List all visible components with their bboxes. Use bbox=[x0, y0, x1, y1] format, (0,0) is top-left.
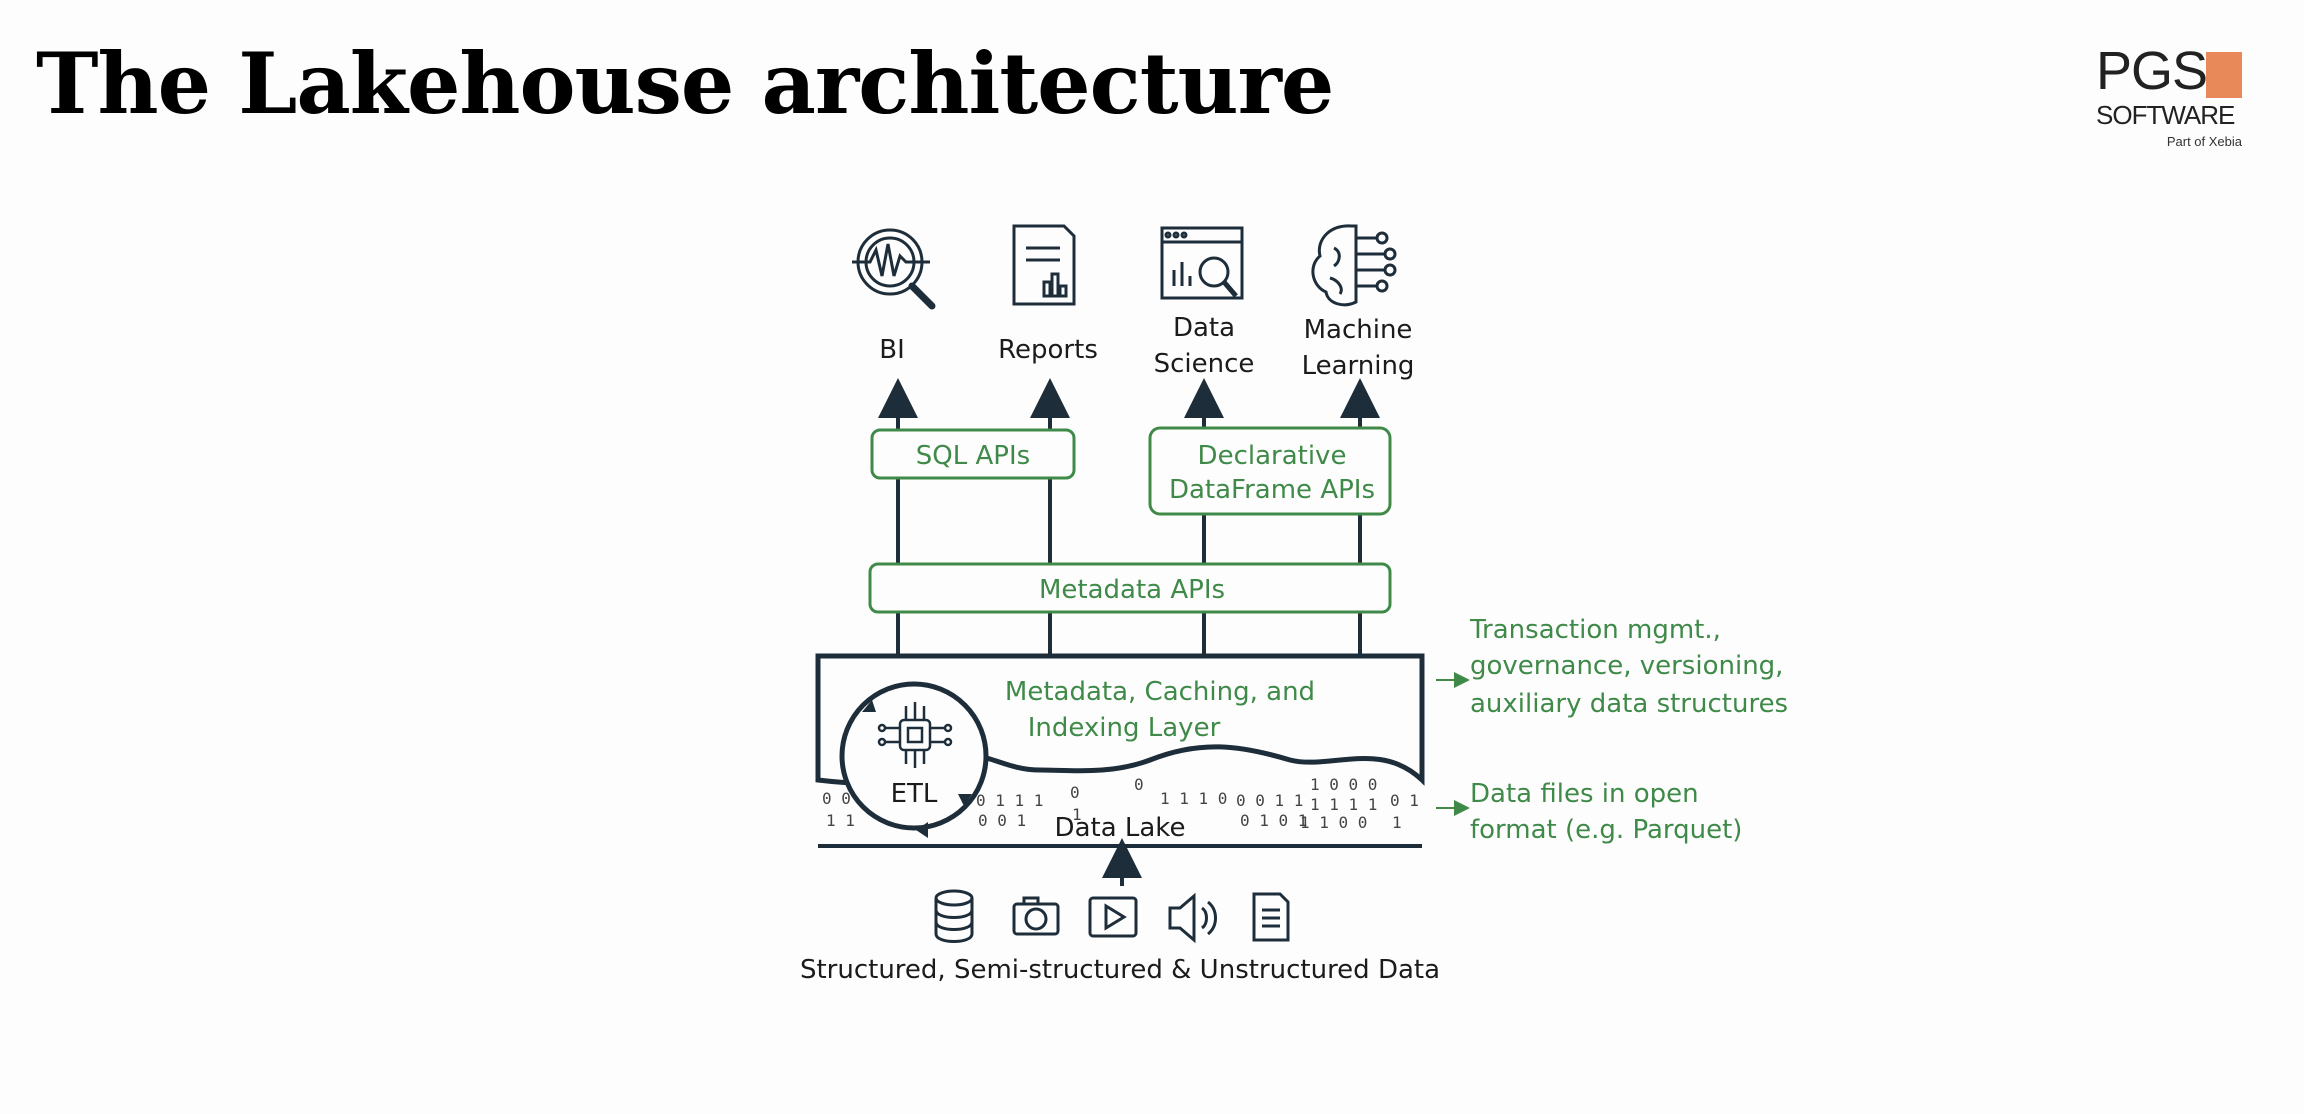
camera-icon bbox=[1012, 896, 1060, 936]
etl-cycle-arrow-top bbox=[862, 700, 876, 712]
etl-cycle-arrow-bottom bbox=[958, 794, 972, 806]
data-science-chart-icon bbox=[1160, 226, 1244, 300]
svg-text:0 1 0 1: 0 1 0 1 bbox=[1240, 811, 1307, 830]
bi-magnifier-icon bbox=[852, 228, 936, 310]
svg-text:1 1 1 1: 1 1 1 1 bbox=[1310, 795, 1377, 814]
etl-cycle-arrow-left bbox=[916, 822, 928, 838]
data-files-note-line1: Data files in open bbox=[1470, 779, 1699, 809]
data-lake-label: Data Lake bbox=[1055, 813, 1186, 843]
svg-text:0: 0 bbox=[1134, 775, 1144, 794]
svg-text:0 1: 0 1 bbox=[1390, 791, 1419, 810]
consumer-label-bi: BI bbox=[879, 335, 905, 365]
svg-text:0 0 1 1: 0 0 1 1 bbox=[1236, 791, 1303, 810]
svg-text:0: 0 bbox=[1070, 783, 1080, 802]
svg-text:1: 1 bbox=[1072, 805, 1082, 824]
svg-text:1 0 0 0: 1 0 0 0 bbox=[1310, 775, 1377, 794]
consumer-label-reports: Reports bbox=[998, 335, 1098, 365]
dataframe-apis-line2: DataFrame APIs bbox=[1169, 475, 1375, 505]
sql-apis-label: SQL APIs bbox=[916, 441, 1030, 471]
transaction-note-line2: governance, versioning, bbox=[1470, 651, 1783, 681]
document-icon bbox=[1252, 892, 1290, 942]
database-icon bbox=[934, 889, 974, 943]
data-files-note-line2: format (e.g. Parquet) bbox=[1470, 815, 1742, 845]
metadata-layer-line2: Indexing Layer bbox=[1028, 713, 1221, 743]
logo-sub: SOFTWARE bbox=[2096, 100, 2235, 130]
sources-label: Structured, Semi-structured & Unstructur… bbox=[800, 955, 1440, 985]
sql-apis-box bbox=[870, 428, 1076, 480]
metadata-layer-line1: Metadata, Caching, and bbox=[1005, 677, 1315, 707]
play-video-icon bbox=[1088, 896, 1138, 938]
page-title: The Lakehouse architecture bbox=[36, 34, 1334, 133]
logo-tagline: Part of Xebia bbox=[2166, 134, 2242, 149]
report-document-icon bbox=[1012, 224, 1076, 306]
dataframe-apis-box bbox=[1148, 426, 1392, 516]
consumer-label-science: Science bbox=[1154, 349, 1255, 379]
pgs-software-logo: PGS SOFTWARE Part of Xebia bbox=[2096, 44, 2246, 153]
metadata-apis-box bbox=[868, 562, 1392, 614]
consumer-label-data: Data bbox=[1173, 313, 1235, 343]
consumer-label-learning: Learning bbox=[1302, 351, 1415, 381]
svg-text:1: 1 bbox=[1392, 813, 1402, 832]
metadata-apis-label: Metadata APIs bbox=[1039, 575, 1225, 605]
speaker-icon bbox=[1168, 892, 1217, 944]
etl-chip-icon bbox=[877, 702, 953, 768]
svg-text:0 0: 0 0 bbox=[822, 789, 851, 808]
binary-bits-texture: 0 01 1 0 1 1 10 0 1 01 01 1 1 0 0 0 1 10… bbox=[822, 775, 1419, 832]
brain-circuit-icon bbox=[1311, 224, 1397, 307]
transaction-note-line1: Transaction mgmt., bbox=[1469, 615, 1721, 645]
svg-text:1 1 1 0: 1 1 1 0 bbox=[1160, 789, 1227, 808]
svg-text:0 1 1 1: 0 1 1 1 bbox=[976, 791, 1043, 810]
transaction-note-line3: auxiliary data structures bbox=[1470, 689, 1788, 719]
etl-label: ETL bbox=[891, 779, 938, 809]
logo-accent-square bbox=[2206, 52, 2242, 98]
svg-text:0 0 1: 0 0 1 bbox=[978, 811, 1026, 830]
consumer-label-machine: Machine bbox=[1304, 315, 1413, 345]
svg-text:1 1 0 0: 1 1 0 0 bbox=[1300, 813, 1367, 832]
svg-text:1 1: 1 1 bbox=[826, 811, 855, 830]
dataframe-apis-line1: Declarative bbox=[1198, 441, 1347, 471]
logo-brand: PGS bbox=[2096, 41, 2208, 101]
